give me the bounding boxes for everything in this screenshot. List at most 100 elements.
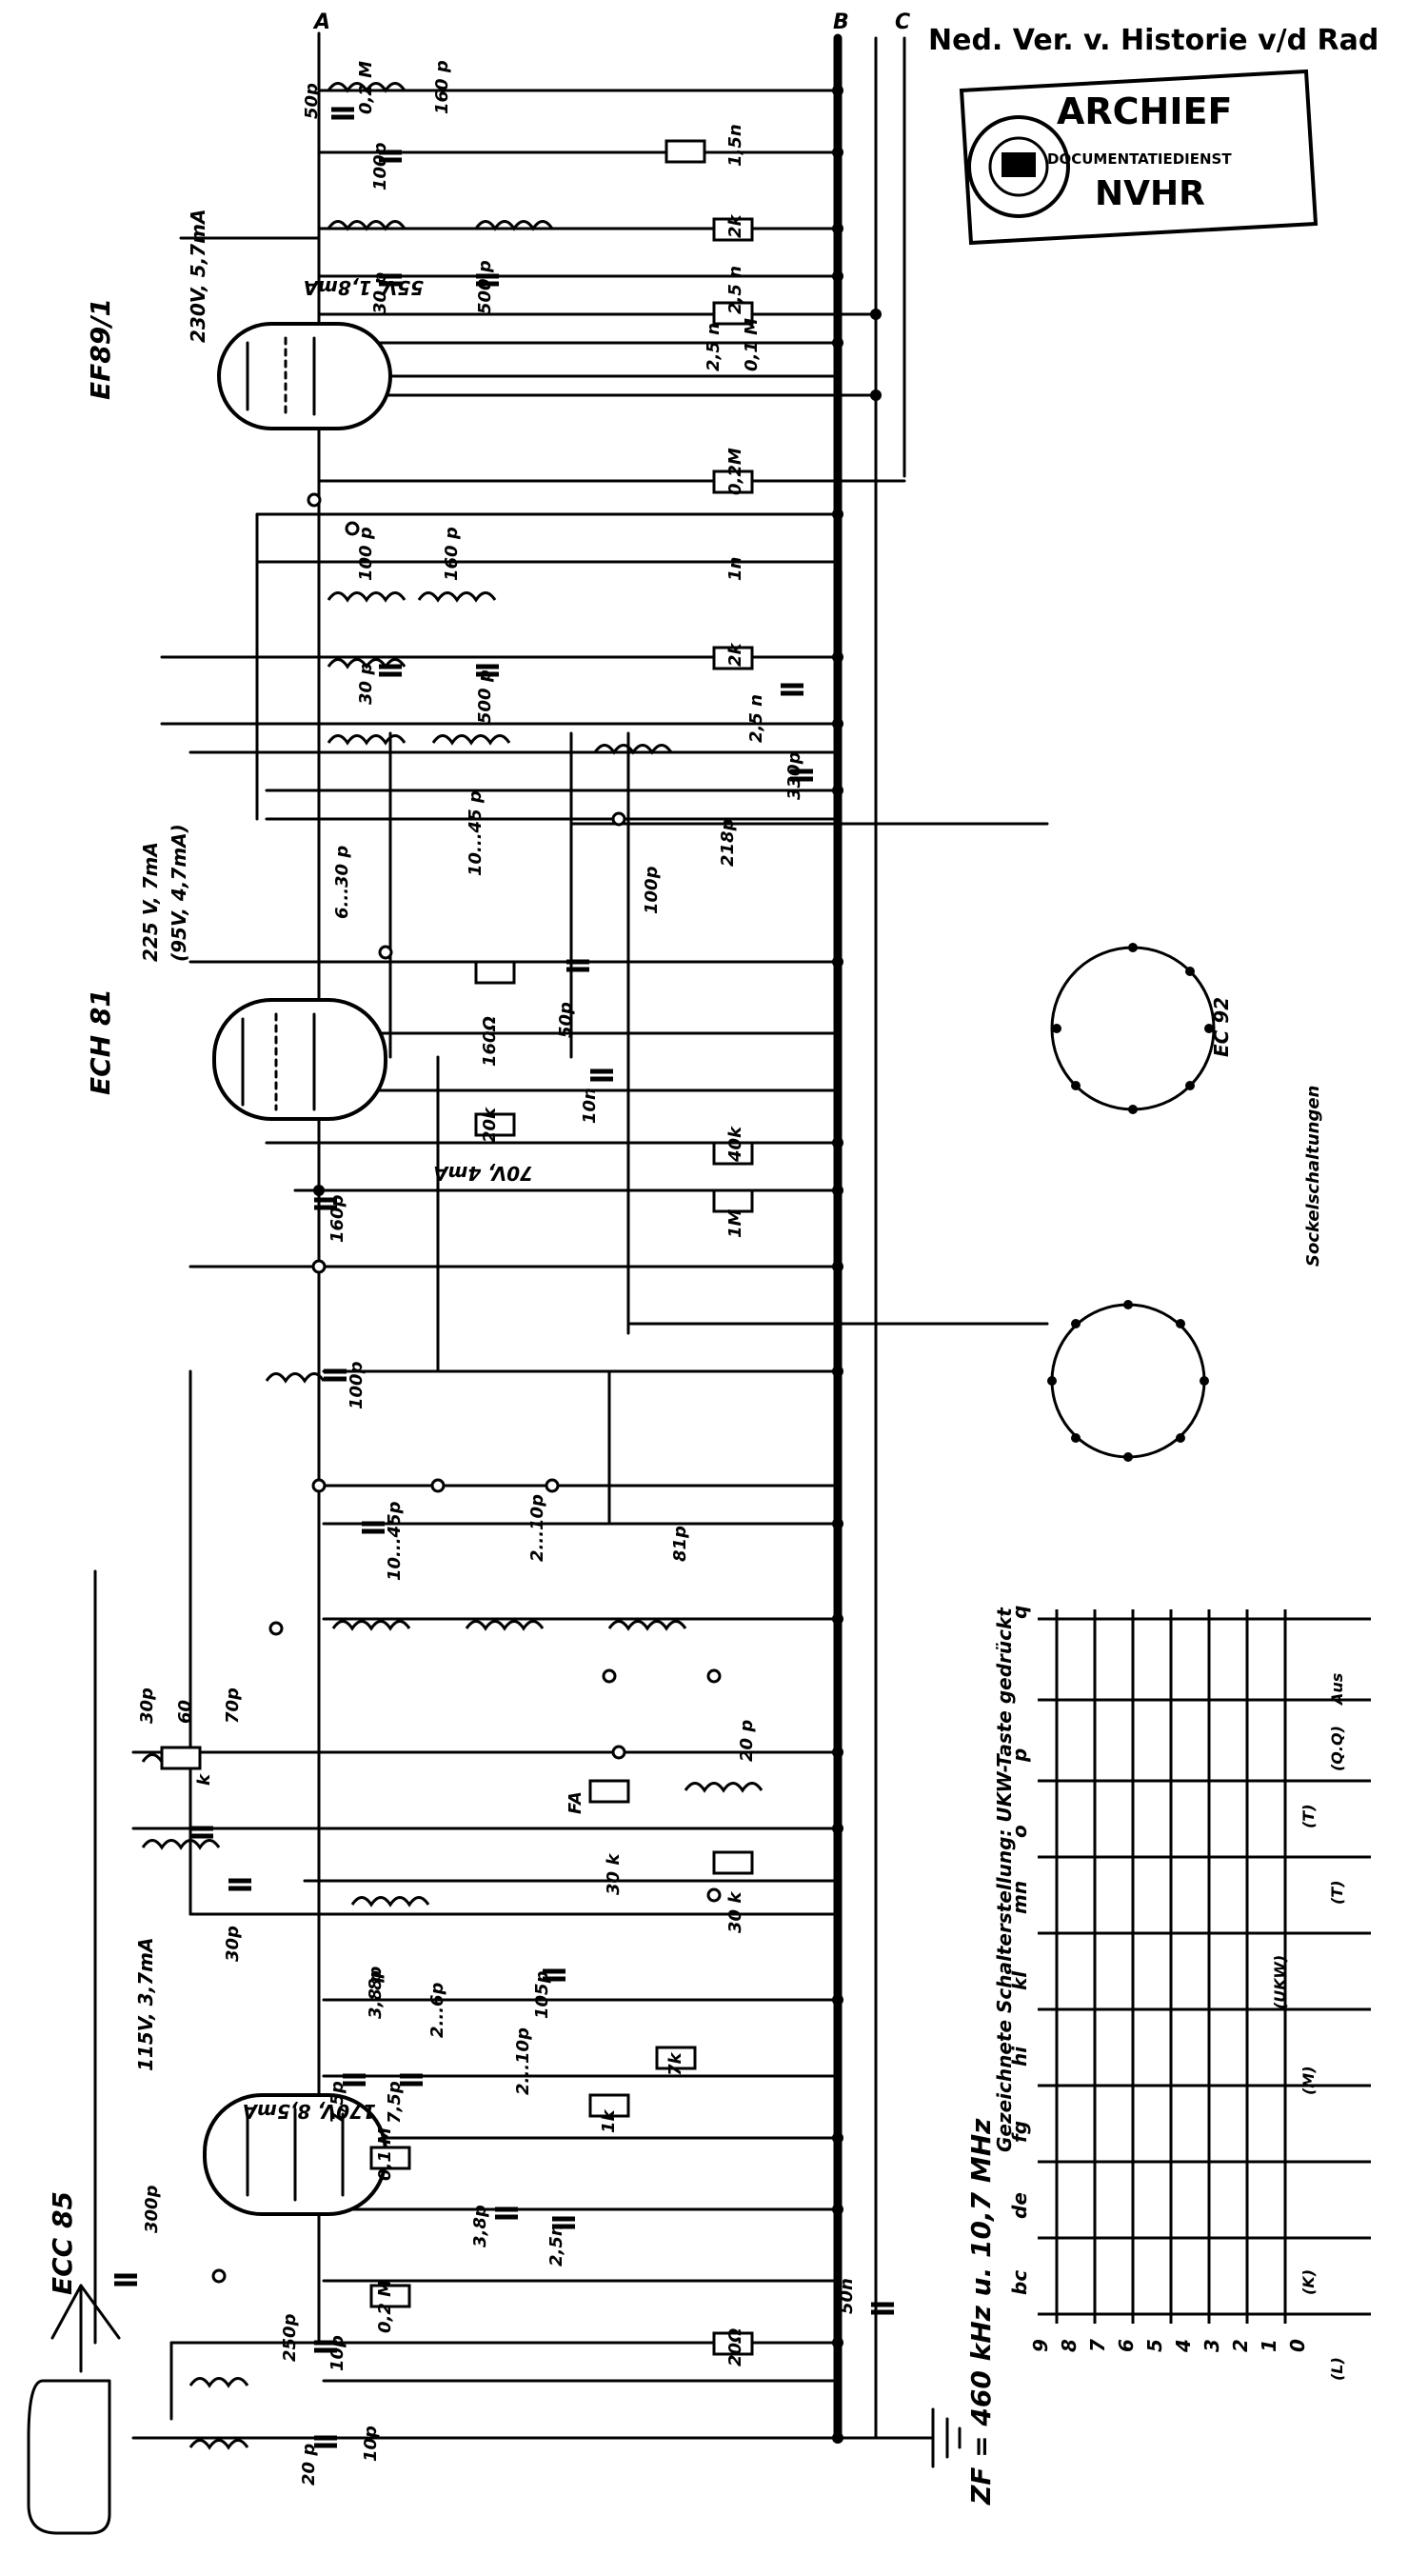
svg-text:2,5 n: 2,5 n	[704, 323, 724, 371]
switch-table: Gezeichnete Schalterstellung: UKW-Taste …	[965, 1606, 1371, 2506]
component-labels: 50p 0,2 M 160 p 100p 1,5n 30 p 500 p 2k …	[137, 60, 857, 2486]
svg-text:1n: 1n	[725, 557, 745, 581]
svg-text:2,5n: 2,5n	[546, 2224, 566, 2266]
svg-text:20 p: 20 p	[299, 2444, 319, 2486]
svg-text:7: 7	[1086, 2339, 1109, 2352]
svg-text:9: 9	[1029, 2339, 1052, 2352]
switch-caption: Gezeichnete Schalterstellung: UKW-Taste …	[993, 1607, 1016, 2152]
svg-text:(L): (L)	[1328, 2357, 1346, 2381]
svg-text:160p: 160p	[327, 1194, 347, 1243]
svg-text:50p: 50p	[302, 83, 322, 119]
svg-text:(T): (T)	[1299, 1804, 1318, 1828]
svg-text:0,2 M: 0,2 M	[356, 61, 376, 114]
tube-label-ec92: EC 92	[1210, 997, 1233, 1057]
svg-text:2: 2	[1229, 2339, 1252, 2352]
supply-rails: A B C	[131, 10, 962, 2468]
svg-text:0: 0	[1286, 2339, 1309, 2352]
svg-text:20Ω: 20Ω	[725, 2328, 745, 2366]
archive-stamp: ARCHIEF DOCUMENTATIEDIENST NVHR	[959, 69, 1319, 246]
label-70v: 70V, 4mA	[433, 1162, 533, 1185]
svg-text:30p: 30p	[223, 1926, 243, 1962]
label-230v: 230V, 5,7mA	[187, 210, 209, 343]
svg-text:30 k: 30 k	[725, 1891, 745, 1933]
svg-text:5: 5	[1143, 2339, 1166, 2352]
svg-text:1,5n: 1,5n	[725, 124, 745, 167]
svg-text:2,5 n: 2,5 n	[746, 694, 766, 743]
svg-text:2...10p: 2...10p	[513, 2027, 533, 2095]
svg-text:30 p: 30 p	[356, 663, 376, 705]
svg-text:500 p: 500 p	[475, 669, 495, 724]
tube-ef89: EF89/1 230V, 5,7mA 55V, 1,8mA	[85, 210, 424, 430]
svg-text:0,1 M: 0,1 M	[742, 318, 762, 371]
svg-text:250p: 250p	[280, 2313, 300, 2362]
stamp-archief: ARCHIEF	[1057, 90, 1232, 132]
switch-contacts	[211, 492, 722, 2284]
rail-label-a: A	[312, 10, 330, 34]
label-55v: 55V, 1,8mA	[303, 276, 424, 299]
svg-text:o: o	[1008, 1825, 1031, 1838]
svg-text:10...45p: 10...45p	[385, 1501, 405, 1581]
svg-text:300p: 300p	[142, 2185, 162, 2233]
svg-text:100 p: 100 p	[356, 527, 376, 581]
svg-text:160 p: 160 p	[432, 60, 452, 114]
svg-text:50p: 50p	[556, 1002, 576, 1038]
svg-text:100p: 100p	[347, 1361, 367, 1409]
svg-text:70p: 70p	[223, 1687, 243, 1724]
svg-text:160Ω: 160Ω	[480, 1016, 500, 1067]
svg-text:0,2M: 0,2M	[725, 448, 745, 495]
svg-text:330p: 330p	[784, 751, 804, 800]
svg-text:de: de	[1008, 2192, 1031, 2219]
rail-label-c: C	[895, 10, 910, 34]
svg-text:10...45 p: 10...45 p	[466, 790, 486, 876]
svg-text:10p: 10p	[361, 2426, 381, 2462]
svg-text:2,5 n: 2,5 n	[725, 266, 745, 314]
svg-text:0,1 M: 0,1 M	[375, 2127, 395, 2181]
label-170v: 170V, 8,5mA	[243, 2100, 376, 2123]
antenna-icon	[27, 2284, 121, 2535]
svg-text:2...10p: 2...10p	[527, 1494, 547, 1562]
svg-text:30 k: 30 k	[604, 1853, 624, 1895]
svg-text:3: 3	[1200, 2339, 1223, 2352]
label-95v: (95V, 4,7mA)	[168, 824, 190, 962]
svg-text:7,5p: 7,5p	[327, 2081, 347, 2124]
svg-text:fg: fg	[1008, 2121, 1031, 2143]
svg-text:3,8p: 3,8p	[470, 2205, 490, 2247]
svg-text:218p: 218p	[718, 818, 738, 867]
svg-text:100p: 100p	[642, 866, 662, 914]
svg-text:60: 60	[175, 1700, 195, 1724]
svg-text:(M): (M)	[1299, 2066, 1318, 2095]
zf-caption: ZF = 460 kHz u. 10,7 MHz	[965, 2118, 997, 2506]
svg-text:40k: 40k	[725, 1126, 745, 1163]
svg-text:1: 1	[1258, 2339, 1280, 2352]
socket-ec92: EC 92	[1050, 943, 1233, 1114]
rail-label-b: B	[833, 10, 849, 34]
svg-text:105p: 105p	[532, 1970, 552, 2019]
svg-text:1k: 1k	[599, 2108, 619, 2133]
svg-text:20 p: 20 p	[737, 1720, 757, 1762]
svg-text:p: p	[1008, 1748, 1031, 1763]
socket-noval: Sockelschaltungen	[1047, 1086, 1323, 1462]
svg-text:4: 4	[1172, 2339, 1195, 2353]
svg-text:6...30 p: 6...30 p	[332, 846, 352, 919]
capacitors	[114, 107, 894, 2448]
ground-icon	[931, 2407, 962, 2468]
svg-text:30p: 30p	[137, 1687, 157, 1724]
svg-text:10n: 10n	[580, 1088, 600, 1124]
svg-text:7,5p: 7,5p	[385, 2081, 405, 2124]
svg-text:81p: 81p	[670, 1526, 690, 1562]
socket-caption: Sockelschaltungen	[1303, 1086, 1323, 1267]
tube-ech81: ECH 81 225 V, 7mA (95V, 4,7mA) 70V, 4mA	[85, 824, 533, 1185]
svg-text:bc: bc	[1008, 2270, 1031, 2295]
svg-text:100p: 100p	[370, 142, 390, 190]
stamp-documentatiedienst: DOCUMENTATIEDIENST	[1047, 150, 1232, 168]
svg-text:30 p: 30 p	[370, 272, 390, 314]
svg-text:2k: 2k	[725, 642, 745, 667]
svg-text:mn: mn	[1008, 1881, 1031, 1914]
svg-text:8p: 8p	[366, 1966, 386, 1990]
svg-text:kl: kl	[1008, 1970, 1031, 1990]
svg-text:FA: FA	[565, 1791, 585, 1814]
svg-text:hi: hi	[1008, 2046, 1031, 2067]
svg-text:Aus: Aus	[1328, 1673, 1346, 1707]
svg-text:20k: 20k	[480, 1107, 500, 1143]
svg-text:(UKW): (UKW)	[1271, 1955, 1289, 2009]
